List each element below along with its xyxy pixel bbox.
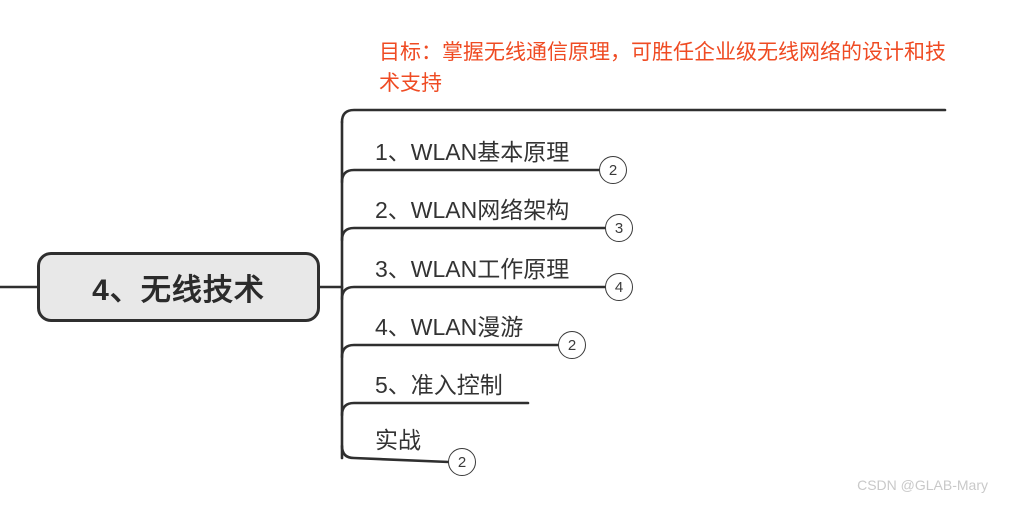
branch-badge-2[interactable]: 3	[605, 214, 633, 242]
watermark: CSDN @GLAB-Mary	[857, 477, 988, 493]
branch-elbow-5	[340, 401, 530, 417]
branch-elbow-3	[340, 285, 608, 301]
branch-badge-4[interactable]: 2	[558, 331, 586, 359]
root-node-label: 4、无线技术	[92, 274, 265, 307]
branch-label-2[interactable]: 2、WLAN网络架构	[375, 197, 570, 223]
root-node[interactable]: 4、无线技术	[37, 252, 320, 322]
branch-label-6[interactable]: 实战	[375, 427, 421, 453]
branch-label-5[interactable]: 5、准入控制	[375, 372, 503, 398]
branch-badge-1[interactable]: 2	[599, 156, 627, 184]
branch-label-3[interactable]: 3、WLAN工作原理	[375, 256, 570, 282]
branch-elbow-6	[340, 444, 451, 464]
branch-elbow-4	[340, 343, 561, 359]
goal-text: 目标：掌握无线通信原理，可胜任企业级无线网络的设计和技术支持	[379, 41, 946, 95]
branch-elbow-1	[340, 168, 602, 184]
branch-elbow-goal	[340, 108, 947, 124]
branch-label-1[interactable]: 1、WLAN基本原理	[375, 139, 570, 165]
branch-badge-3[interactable]: 4	[605, 273, 633, 301]
branch-elbow-2	[340, 226, 608, 242]
branch-label-4[interactable]: 4、WLAN漫游	[375, 314, 524, 340]
branch-badge-6[interactable]: 2	[448, 448, 476, 476]
